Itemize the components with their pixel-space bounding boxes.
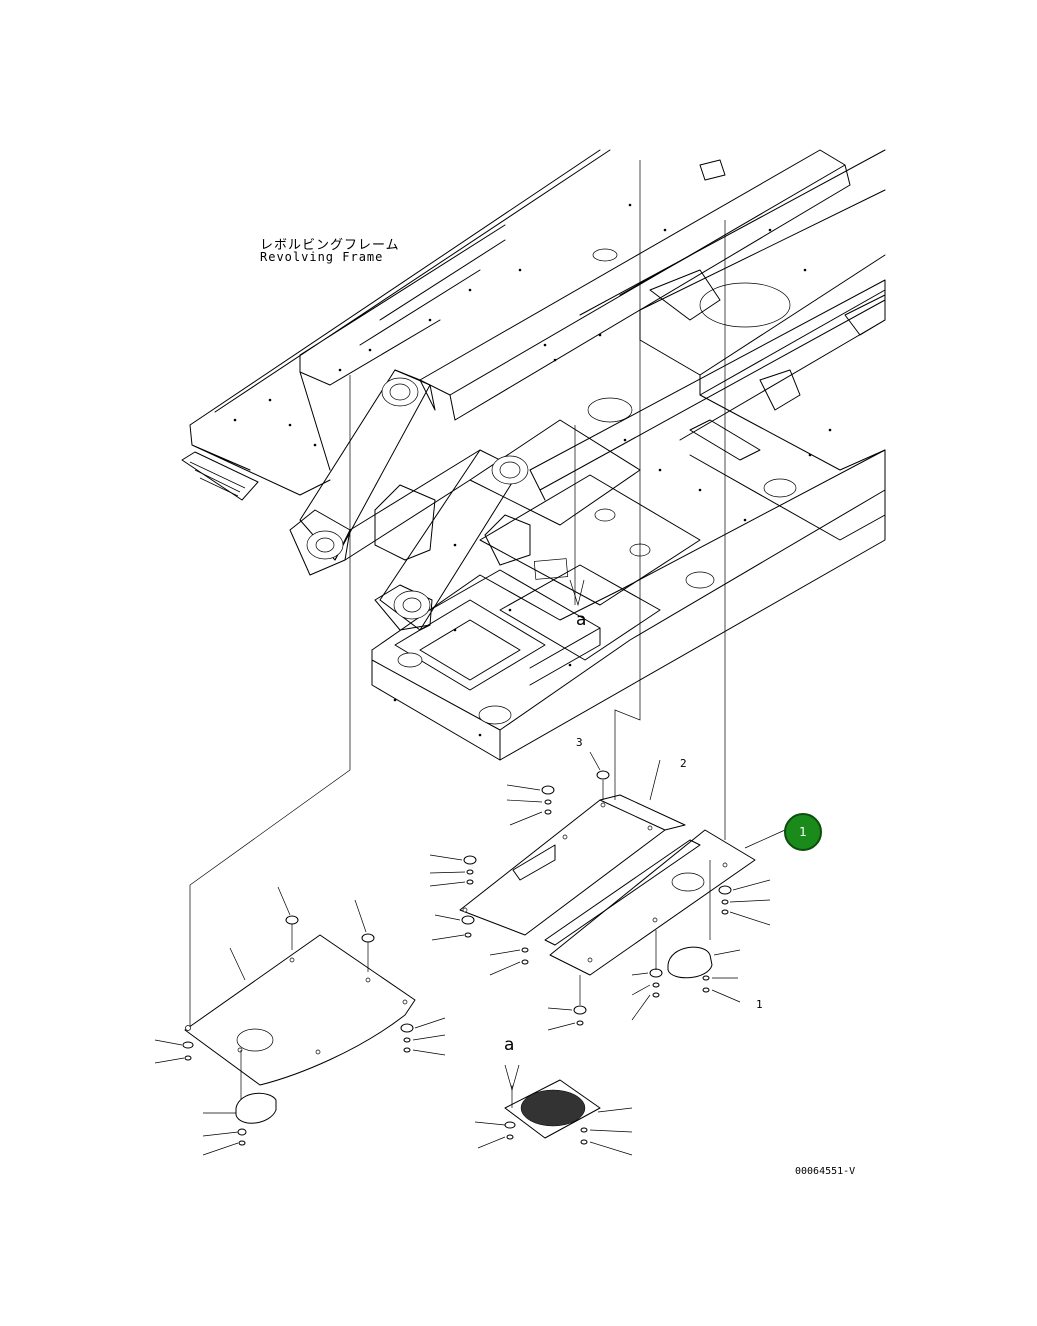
left-cover-bolts bbox=[154, 886, 446, 1156]
drawing-number: 00064551-V bbox=[795, 1166, 856, 1177]
revolving-frame bbox=[181, 149, 886, 761]
part-number-3: 3 bbox=[576, 736, 583, 749]
view-a-label-lower: a bbox=[504, 1035, 515, 1055]
frame-label-english: Revolving Frame bbox=[260, 250, 384, 264]
center-under-cover bbox=[429, 751, 771, 1031]
leader-lines bbox=[189, 160, 726, 1030]
part-number-1: 1 bbox=[756, 998, 763, 1011]
part-number-2: 2 bbox=[680, 757, 687, 770]
frame-label-japanese: レボルビングフレーム bbox=[260, 238, 400, 253]
view-a-grille-cover bbox=[474, 1064, 633, 1156]
frame-bolt-dots bbox=[233, 203, 832, 737]
view-a-label-upper: a bbox=[576, 610, 587, 630]
callout-leader bbox=[744, 829, 786, 849]
left-under-cover bbox=[154, 886, 446, 1156]
callout-1-button[interactable]: 1 bbox=[784, 813, 822, 851]
center-cover-bolts bbox=[429, 751, 771, 1031]
